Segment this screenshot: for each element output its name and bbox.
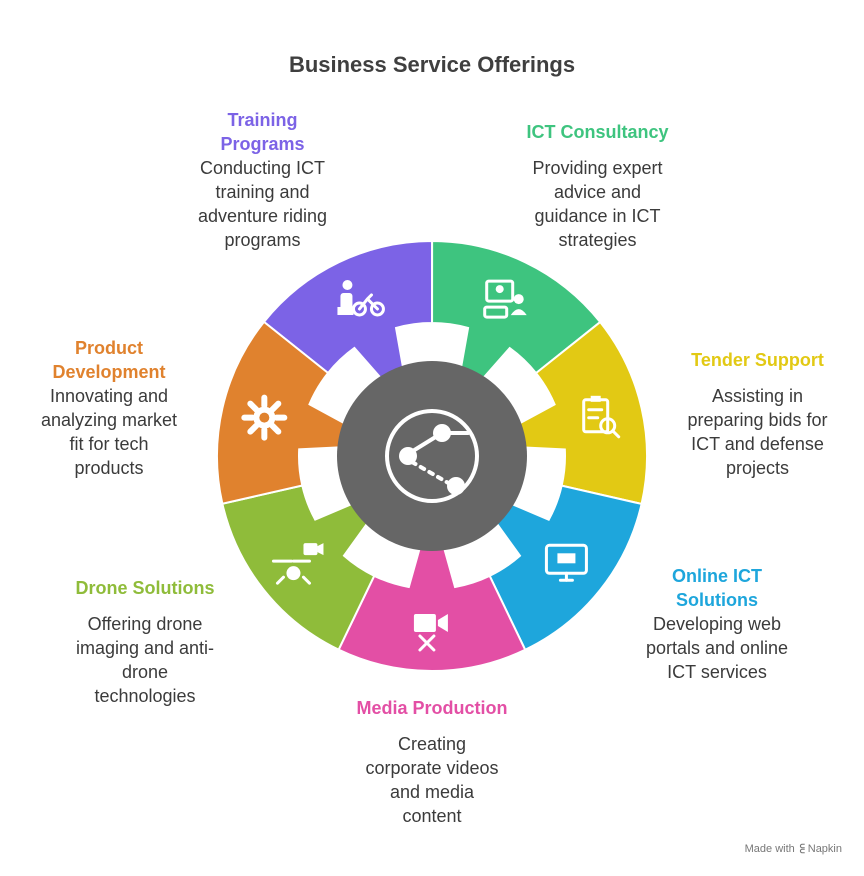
online-desc: Developing web portals and online ICT se… — [645, 614, 789, 682]
gear-icon — [241, 394, 288, 441]
ict-desc: Providing expert advice and guidance in … — [532, 158, 663, 250]
drone-title: Drone Solutions — [75, 578, 215, 598]
online-title: Online ICT Solutions — [672, 566, 762, 610]
monitor-cart-icon — [544, 543, 588, 582]
footer-made-with: Made with — [744, 843, 795, 855]
label-tender-support: Tender Support Assisting in preparing bi… — [670, 348, 845, 480]
tender-title: Tender Support — [691, 350, 824, 370]
network-path-icon — [385, 409, 479, 503]
tender-desc: Assisting in preparing bids for ICT and … — [687, 386, 828, 478]
segment-product — [216, 320, 360, 505]
product-title: Product Development — [52, 338, 166, 382]
label-online-ict-solutions: Online ICT Solutions Developing web port… — [632, 564, 802, 684]
label-drone-solutions: Drone Solutions Offering drone imaging a… — [55, 576, 235, 708]
media-desc: Creating corporate videos and media cont… — [365, 734, 499, 826]
ict-title: ICT Consultancy — [526, 122, 669, 142]
footer-brand: Napkin — [807, 843, 842, 855]
diagram-title: Business Service Offerings — [288, 52, 576, 77]
label-training-programs: Training Programs Conducting ICT trainin… — [180, 108, 345, 252]
product-desc: Innovating and analyzing market fit for … — [40, 386, 178, 478]
training-title: Training Programs — [220, 110, 305, 154]
segment-media — [337, 532, 527, 672]
drone-desc: Offering drone imaging and anti- drone t… — [75, 614, 215, 706]
footer-credit: Made with ⫕ Napkin — [745, 843, 842, 856]
consultant-laptop-icon — [483, 279, 527, 319]
clipboard-search-icon — [582, 395, 621, 439]
video-clapper-icon — [413, 614, 448, 652]
training-desc: Conducting ICT training and adventure ri… — [197, 158, 328, 250]
label-media-production: Media Production Creating corporate vide… — [342, 696, 522, 828]
label-product-development: Product Development Innovating and analy… — [20, 336, 198, 480]
drone-camera-icon — [271, 543, 324, 585]
trainer-bicycle-icon — [337, 279, 385, 317]
label-ict-consultancy: ICT Consultancy Providing expert advice … — [505, 120, 690, 252]
center-hub — [337, 361, 527, 551]
media-title: Media Production — [356, 698, 508, 718]
napkin-logo-icon: ⫕ — [799, 843, 805, 855]
